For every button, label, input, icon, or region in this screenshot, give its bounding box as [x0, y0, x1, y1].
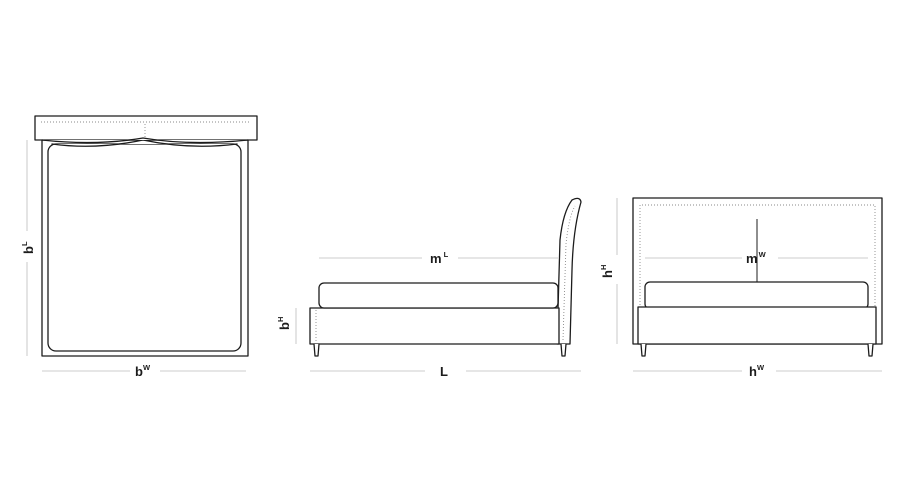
front-view-mattress-label: mW	[746, 250, 767, 266]
front-view-leg-right	[867, 343, 874, 357]
top-view-mattress	[47, 143, 242, 352]
side-view-base-height-label: bH	[276, 317, 292, 330]
front-view-width-label: hW	[749, 363, 765, 379]
top-view-headboard	[34, 115, 258, 141]
top-view-pillows	[41, 137, 249, 144]
front-view-height-label: hH	[599, 265, 615, 278]
side-view-mattress	[318, 282, 559, 309]
side-view-length-label: L	[440, 364, 448, 379]
front-view-bed-base	[637, 306, 877, 345]
front-view: mW hH hW	[599, 197, 883, 379]
side-view-leg-front	[313, 343, 320, 357]
top-view-width-label: bW	[135, 363, 151, 379]
top-view-length-label: bL	[20, 241, 36, 254]
front-view-leg-left	[640, 343, 647, 357]
side-view-headboard	[556, 197, 582, 345]
side-view-leg-back	[560, 343, 567, 357]
front-view-headboard-stitching	[639, 204, 876, 344]
side-view-headboard-stitching	[562, 205, 576, 341]
side-view-bed-base	[309, 307, 560, 345]
front-view-mattress	[644, 281, 869, 310]
top-view: bL bW	[20, 115, 258, 379]
